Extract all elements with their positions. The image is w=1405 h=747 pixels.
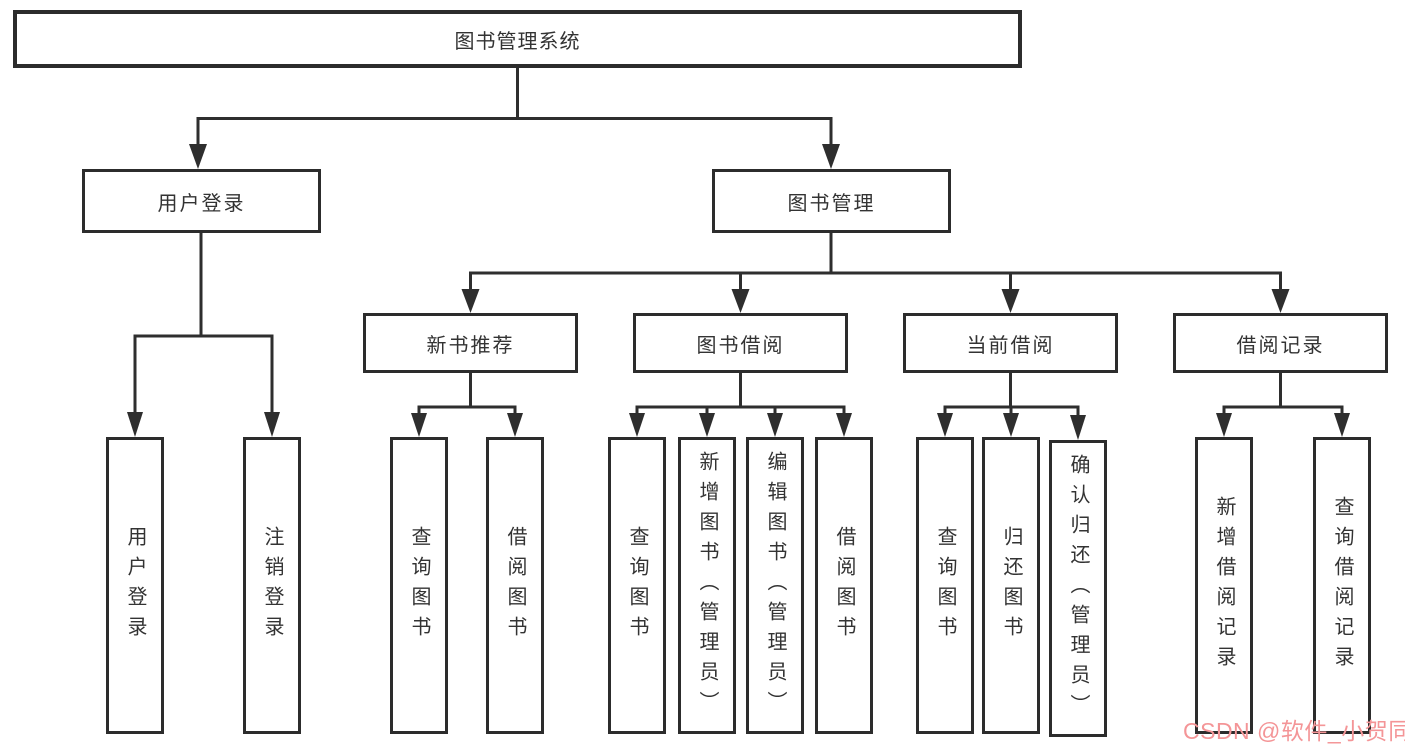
arrowhead <box>1001 289 1020 313</box>
edge-book-borrow-children <box>629 371 852 437</box>
arrowhead <box>461 289 480 313</box>
node-label: 查询图书 <box>626 525 648 646</box>
arrowhead <box>836 413 852 437</box>
leaf-nbr-borrow-books: 借阅图书 <box>486 437 544 734</box>
edge-book-mgmt-children <box>461 231 1290 313</box>
node-label: 图书管理 <box>787 192 876 215</box>
node-label: 图书管理系统 <box>454 30 581 53</box>
leaf-nbr-query-books: 查询图书 <box>390 437 448 734</box>
arrowhead <box>699 413 715 437</box>
arrowhead <box>1216 413 1232 437</box>
leaf-user-login: 用户登录 <box>106 437 164 734</box>
node-new-book-recommend: 新书推荐 <box>363 313 578 373</box>
node-label: 新增借阅记录 <box>1213 495 1235 676</box>
node-book-management: 图书管理 <box>712 169 951 233</box>
arrowhead <box>411 413 427 437</box>
node-label: 当前借阅 <box>966 334 1055 357</box>
leaf-bb-borrow-books: 借阅图书 <box>815 437 873 734</box>
node-label: 确认归还（管理员） <box>1067 453 1089 724</box>
node-label: 查询借阅记录 <box>1331 495 1353 676</box>
leaf-br-query-record: 查询借阅记录 <box>1313 437 1371 734</box>
node-label: 归还图书 <box>1000 525 1022 646</box>
leaf-cb-confirm-return-admin: 确认归还（管理员） <box>1049 440 1107 737</box>
arrowhead <box>822 144 840 169</box>
arrowhead <box>937 413 953 437</box>
edge-borrow-records-children <box>1216 371 1350 437</box>
node-label: 注销登录 <box>261 525 283 646</box>
arrowhead <box>1003 413 1019 437</box>
leaf-cb-return-books: 归还图书 <box>982 437 1040 734</box>
arrowhead <box>1334 413 1350 437</box>
arrowhead <box>264 412 280 437</box>
node-label: 查询图书 <box>408 525 430 646</box>
arrowhead <box>1271 289 1290 313</box>
arrowhead <box>1070 415 1086 440</box>
node-borrowing-records: 借阅记录 <box>1173 313 1388 373</box>
node-label: 借阅记录 <box>1236 334 1325 357</box>
arrowhead <box>767 413 783 437</box>
leaf-logout: 注销登录 <box>243 437 301 734</box>
edge-user-login-children <box>127 231 280 437</box>
node-label: 借阅图书 <box>833 525 855 646</box>
node-book-borrowing: 图书借阅 <box>633 313 848 373</box>
node-label: 编辑图书（管理员） <box>764 450 786 721</box>
node-label: 用户登录 <box>157 192 246 215</box>
leaf-bb-edit-books-admin: 编辑图书（管理员） <box>746 437 804 734</box>
node-user-login: 用户登录 <box>82 169 321 233</box>
arrowhead <box>507 413 523 437</box>
arrowhead <box>629 413 645 437</box>
node-label: 新书推荐 <box>426 334 515 357</box>
leaf-bb-add-books-admin: 新增图书（管理员） <box>678 437 736 734</box>
leaf-bb-query-books: 查询图书 <box>608 437 666 734</box>
edge-new-book-rec-children <box>411 371 523 437</box>
edge-root-to-level2 <box>189 66 840 169</box>
leaf-cb-query-books: 查询图书 <box>916 437 974 734</box>
node-label: 用户登录 <box>124 525 146 646</box>
csdn-watermark: CSDN @软件_小贺同学 <box>1183 718 1405 744</box>
node-label: 新增图书（管理员） <box>696 450 718 721</box>
arrowhead <box>731 289 750 313</box>
arrowhead <box>127 412 143 437</box>
edge-current-borrow-children <box>937 371 1086 440</box>
node-label: 借阅图书 <box>504 525 526 646</box>
arrowhead <box>189 144 207 169</box>
node-book-management-system: 图书管理系统 <box>13 10 1022 68</box>
leaf-br-add-record: 新增借阅记录 <box>1195 437 1253 734</box>
node-current-borrowing: 当前借阅 <box>903 313 1118 373</box>
node-label: 查询图书 <box>934 525 956 646</box>
node-label: 图书借阅 <box>696 334 785 357</box>
